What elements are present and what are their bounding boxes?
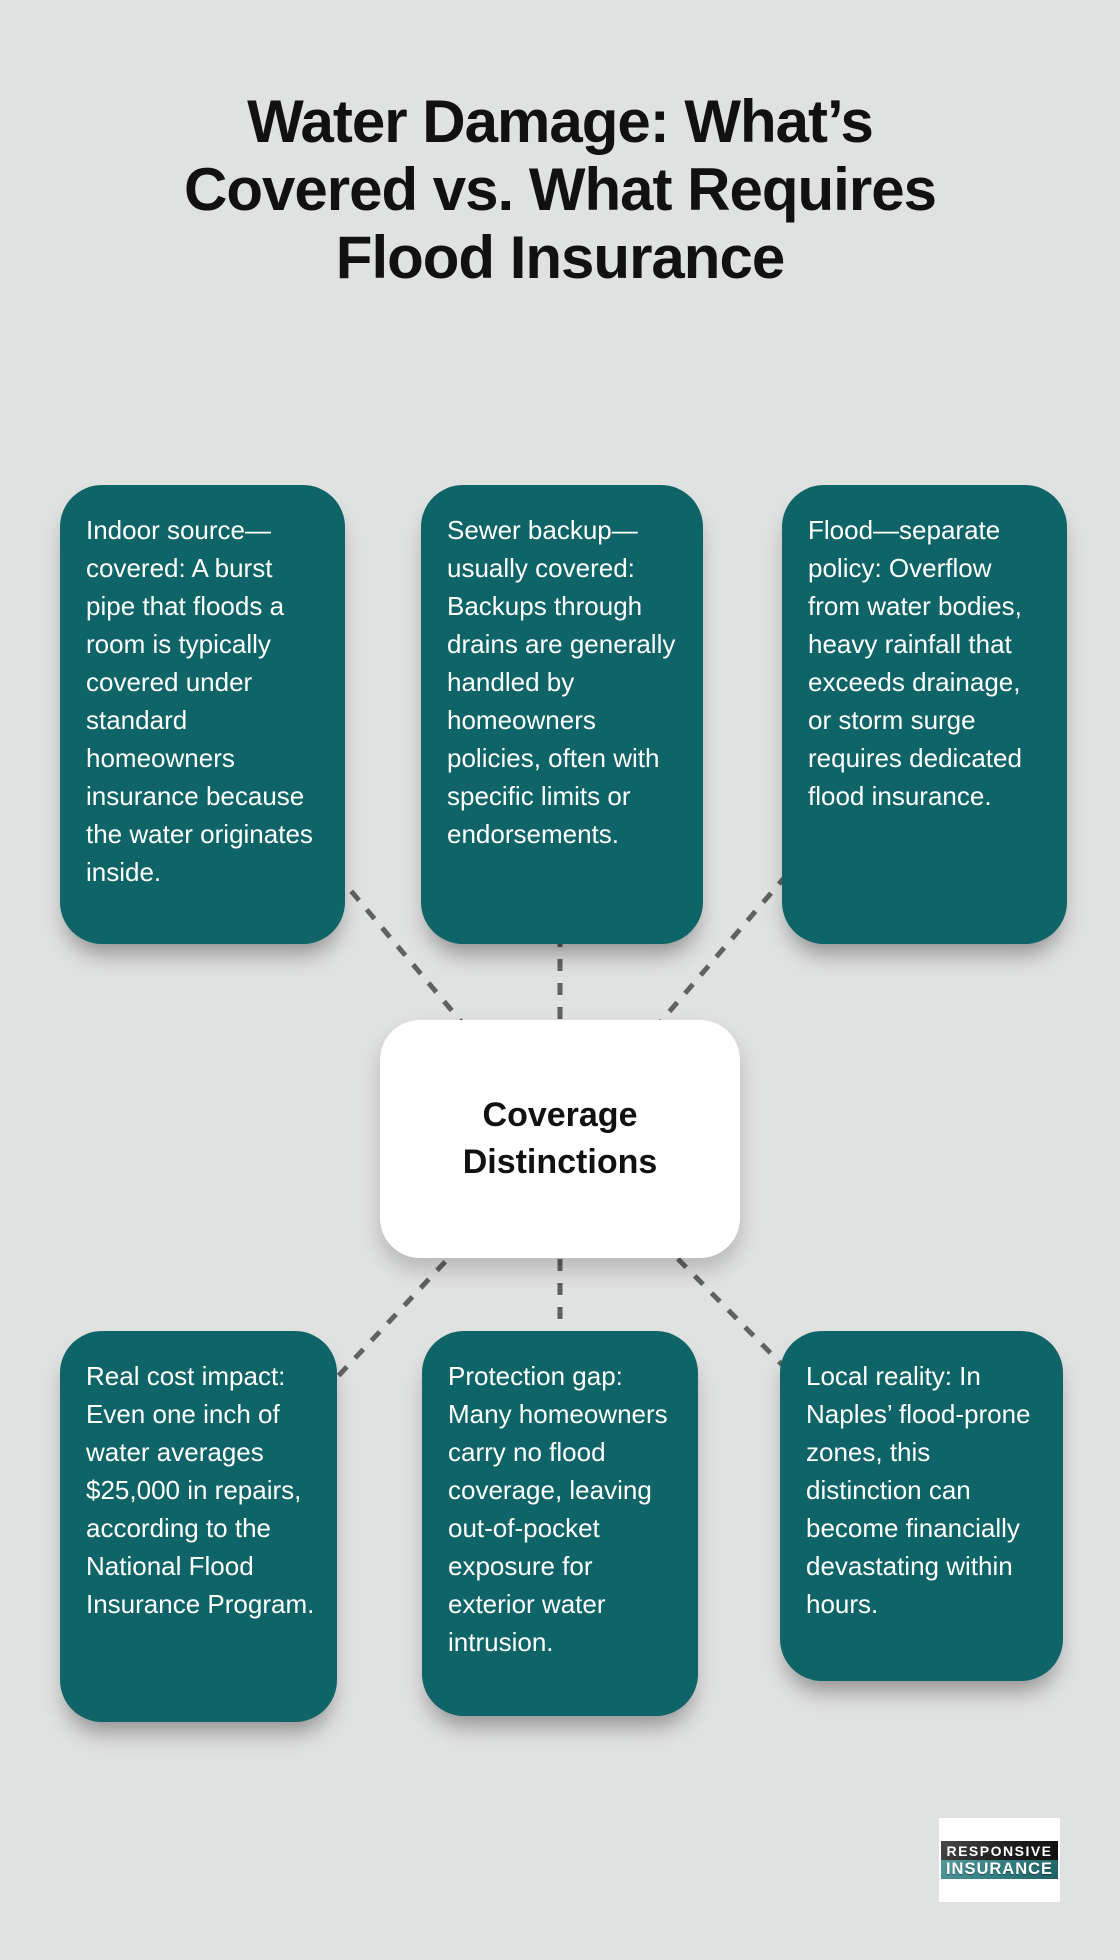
node-indoor-source-text: Indoor source—covered: A burst pipe that… xyxy=(86,515,313,887)
logo-responsive-bar: RESPONSIVE xyxy=(941,1841,1058,1860)
node-sewer-backup-text: Sewer backup—usually covered: Backups th… xyxy=(447,515,676,849)
node-sewer-backup: Sewer backup—usually covered: Backups th… xyxy=(421,485,703,944)
node-protection-gap-text: Protection gap: Many homeowners carry no… xyxy=(448,1361,668,1657)
node-real-cost-impact: Real cost impact: Even one inch of water… xyxy=(60,1331,337,1722)
logo-insurance-bar: INSURANCE xyxy=(941,1860,1058,1879)
node-indoor-source: Indoor source—covered: A burst pipe that… xyxy=(60,485,345,944)
node-local-reality: Local reality: In Naples’ flood-prone zo… xyxy=(780,1331,1063,1681)
infographic-title: Water Damage: What’s Covered vs. What Re… xyxy=(0,88,1120,292)
node-flood-separate-policy-text: Flood—separate policy: Overflow from wat… xyxy=(808,515,1022,811)
node-real-cost-impact-text: Real cost impact: Even one inch of water… xyxy=(86,1361,315,1619)
node-flood-separate-policy: Flood—separate policy: Overflow from wat… xyxy=(782,485,1067,944)
title-line-3: Flood Insurance xyxy=(335,224,785,291)
title-line-1: Water Damage: What’s xyxy=(247,88,874,155)
brand-logo: RESPONSIVE INSURANCE xyxy=(939,1818,1060,1902)
node-protection-gap: Protection gap: Many homeowners carry no… xyxy=(422,1331,698,1716)
node-local-reality-text: Local reality: In Naples’ flood-prone zo… xyxy=(806,1361,1031,1619)
center-node-label: Coverage Distinctions xyxy=(462,1096,658,1181)
title-line-2: Covered vs. What Requires xyxy=(184,156,937,223)
center-node-coverage-distinctions: Coverage Distinctions xyxy=(380,1020,740,1258)
